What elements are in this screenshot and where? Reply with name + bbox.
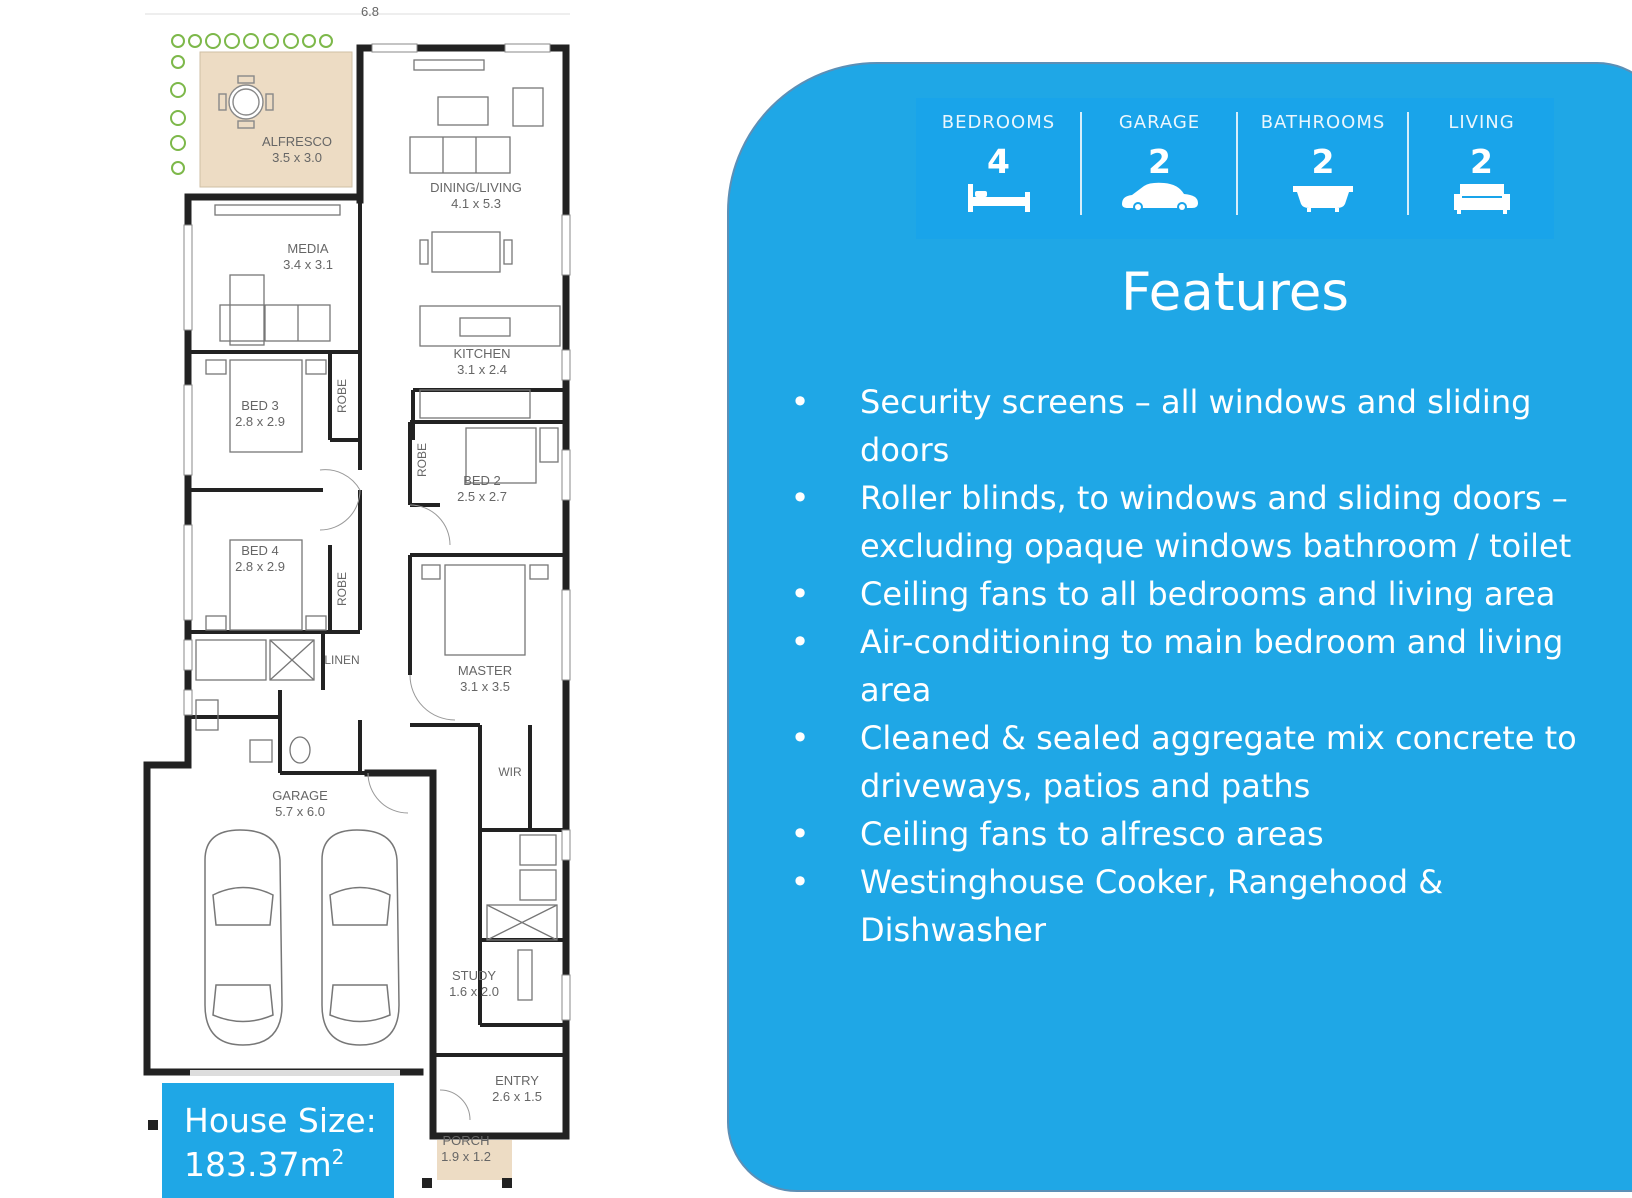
stats-bar: BEDROOMS 4 GARAGE 2 BATHROOMS 2 LIVING 2 [916, 98, 1554, 239]
garage-door [190, 1070, 400, 1076]
floor-plan: 6.8 [143, 4, 571, 1188]
feature-item: • Westinghouse Cooker, Rangehood & Dishwa… [790, 858, 1580, 954]
stat-value: 4 [987, 142, 1010, 181]
room-size: 1.6 x 2.0 [449, 984, 499, 999]
house-size-box: House Size: 183.37m2 [162, 1083, 394, 1198]
feature-text: Cleaned & sealed aggregate mix concrete … [860, 719, 1577, 805]
beds [205, 359, 559, 656]
garage-cars [204, 829, 400, 1046]
bullet: • [790, 383, 810, 421]
top-dimension: 6.8 [361, 4, 379, 19]
room-name: GARAGE [272, 788, 328, 803]
features-panel [727, 62, 1632, 1192]
bullet: • [790, 479, 810, 517]
stat-value: 2 [1470, 142, 1493, 181]
porch [437, 1140, 512, 1180]
small-room-label: ROBE [335, 572, 349, 606]
stat-living: LIVING 2 [1409, 98, 1554, 239]
room-name: ENTRY [495, 1073, 539, 1088]
alfresco-table [218, 75, 274, 129]
media-furniture [214, 204, 341, 346]
room-name: KITCHEN [453, 346, 510, 361]
feature-item: • Ceiling fans to alfresco areas [790, 810, 1580, 858]
bullet: • [790, 815, 810, 853]
stat-bathrooms: BATHROOMS 2 [1238, 98, 1408, 239]
room-size: 4.1 x 5.3 [451, 196, 501, 211]
bullet: • [790, 575, 810, 613]
windows [183, 43, 571, 1021]
stat-label: LIVING [1448, 112, 1515, 133]
feature-text: Roller blinds, to windows and sliding do… [860, 479, 1572, 565]
room-name: ALFRESCO [262, 134, 332, 149]
room-name: MASTER [458, 663, 512, 678]
room-size: 3.4 x 3.1 [283, 257, 333, 272]
bed-icon [967, 184, 1030, 212]
house-size-value: 183.37m2 [184, 1145, 345, 1184]
room-size: 2.8 x 2.9 [235, 559, 285, 574]
room-size: 5.7 x 6.0 [275, 804, 325, 819]
feature-text: Ceiling fans to all bedrooms and living … [860, 575, 1556, 613]
bullet: • [790, 623, 810, 661]
room-size: 3.1 x 3.5 [460, 679, 510, 694]
room-name: BED 3 [241, 398, 279, 413]
feature-list: • Security screens – all windows and slid… [790, 378, 1580, 954]
house-size-label: House Size: [184, 1101, 377, 1140]
car-icon [1121, 182, 1198, 212]
room-name: BED 4 [241, 543, 279, 558]
feature-item: • Air-conditioning to main bedroom and li… [790, 618, 1580, 714]
small-room-label: ROBE [415, 443, 429, 477]
room-size: 2.6 x 1.5 [492, 1089, 542, 1104]
bathtub-icon [1293, 186, 1353, 212]
bullet: • [790, 719, 810, 757]
room-name: BED 2 [463, 473, 501, 488]
room-name: DINING/LIVING [430, 180, 522, 195]
room-size: 2.8 x 2.9 [235, 414, 285, 429]
interior-walls [188, 200, 566, 1057]
room-size: 2.5 x 2.7 [457, 489, 507, 504]
stat-garage: GARAGE 2 [1082, 98, 1237, 239]
sofa-icon [1453, 184, 1510, 214]
garden-shrubs [170, 33, 333, 175]
room-name: STUDY [452, 968, 496, 983]
room-size: 3.1 x 2.4 [457, 362, 507, 377]
feature-item: • Roller blinds, to windows and sliding d… [790, 474, 1580, 570]
stat-label: GARAGE [1118, 112, 1201, 133]
feature-text: Air-conditioning to main bedroom and liv… [860, 623, 1564, 709]
small-room-label: WIR [498, 765, 522, 779]
feature-text: Security screens – all windows and slidi… [860, 383, 1532, 469]
room-size: 1.9 x 1.2 [441, 1149, 491, 1164]
stat-label: BEDROOMS [941, 112, 1056, 133]
feature-text: Westinghouse Cooker, Rangehood & Dishwas… [860, 863, 1444, 949]
door-swings [319, 469, 471, 1121]
walls [143, 44, 570, 1140]
room-size: 3.5 x 3.0 [272, 150, 322, 165]
feature-item: • Ceiling fans to all bedrooms and living… [790, 570, 1580, 618]
bullet: • [790, 863, 810, 901]
alfresco-deck [199, 51, 353, 188]
stat-value: 2 [1148, 142, 1171, 181]
small-room-label: LINEN [324, 653, 359, 667]
room-name: PORCH [443, 1133, 490, 1148]
features-title: Features [1121, 262, 1349, 323]
bathroom-fixtures [195, 639, 558, 1001]
feature-item: • Cleaned & sealed aggregate mix concrete… [790, 714, 1580, 810]
feature-item: • Security screens – all windows and slid… [790, 378, 1580, 474]
small-room-label: ROBE [335, 379, 349, 413]
stat-bedrooms: BEDROOMS 4 [916, 98, 1081, 239]
stat-value: 2 [1311, 142, 1335, 181]
living-furniture [409, 59, 561, 419]
room-name: MEDIA [287, 241, 329, 256]
stat-label: BATHROOMS [1260, 112, 1386, 133]
feature-text: Ceiling fans to alfresco areas [860, 815, 1324, 853]
